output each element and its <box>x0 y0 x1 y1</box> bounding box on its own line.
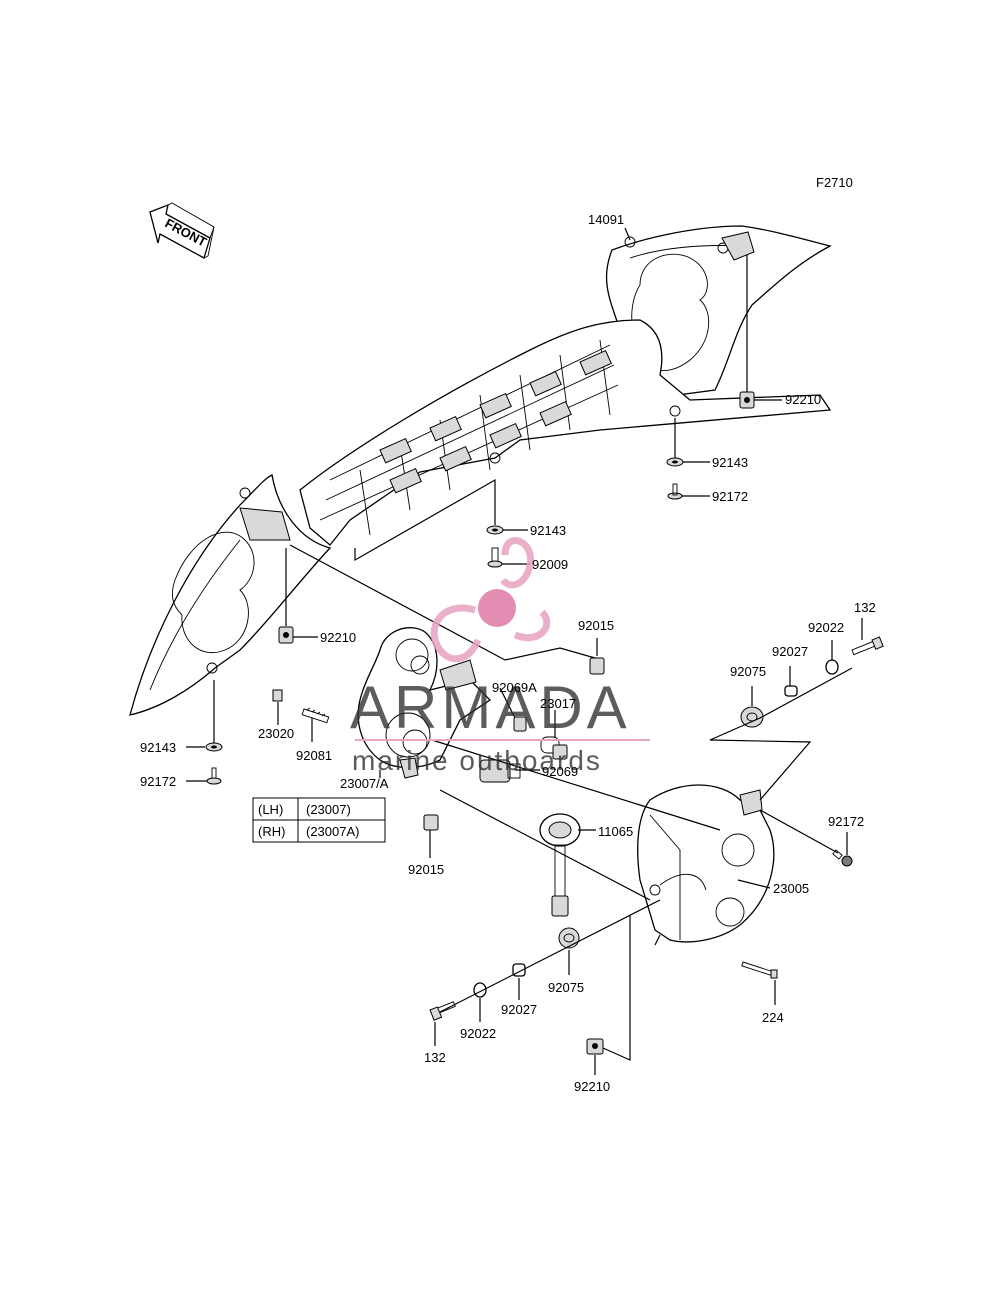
label-23017: 23017 <box>540 696 576 711</box>
label-92143-lower: 92143 <box>140 740 176 755</box>
label-132-upper: 132 <box>854 600 876 615</box>
leader-lines <box>186 227 863 1075</box>
bolt-132-upper <box>851 636 884 656</box>
grommet-92075-upper <box>740 706 764 728</box>
screw-92172-lower <box>206 767 222 785</box>
headlight-unit-23007 <box>357 627 492 779</box>
variant-row-lh-part: (23007) <box>306 802 351 817</box>
clip-23020 <box>272 689 283 702</box>
figure-code: F2710 <box>816 175 853 190</box>
grommet-92075-lower <box>558 927 580 949</box>
headlight-housing-23005 <box>637 784 775 943</box>
washer-92143-mid <box>486 525 504 535</box>
label-23020: 23020 <box>258 726 294 741</box>
clip-nut-92210-upper <box>739 391 755 409</box>
label-92210-bottom: 92210 <box>574 1079 610 1094</box>
label-92172-right: 92172 <box>828 814 864 829</box>
label-92015-lower: 92015 <box>408 862 444 877</box>
collar-92027-upper <box>784 685 798 697</box>
label-92143-upper: 92143 <box>712 455 748 470</box>
clip-92015-lower-left <box>423 814 439 831</box>
adjuster-screw-92081 <box>301 707 330 724</box>
label-92210-upper: 92210 <box>785 392 821 407</box>
label-92015-upper: 92015 <box>578 618 614 633</box>
front-arrow-icon: FRONT <box>149 202 215 259</box>
label-92022-lower: 92022 <box>460 1026 496 1041</box>
label-11065: 11065 <box>598 824 633 839</box>
label-92172-lower: 92172 <box>140 774 176 789</box>
label-23007A: 23007/A <box>340 776 389 791</box>
screw-92172-right <box>832 849 853 867</box>
label-14091: 14091 <box>588 212 624 227</box>
clip-92015-upper <box>589 657 605 675</box>
label-224: 224 <box>762 1010 784 1025</box>
washer-92143-lower <box>205 742 223 752</box>
label-92009: 92009 <box>532 557 568 572</box>
watermark-brand: ARMADA <box>350 674 631 741</box>
variant-row-lh-side: (LH) <box>258 802 283 817</box>
label-132-lower: 132 <box>424 1050 446 1065</box>
label-92075-lower: 92075 <box>548 980 584 995</box>
label-92172-upper: 92172 <box>712 489 748 504</box>
watermark-tagline: marine outboards <box>352 745 602 776</box>
variant-row-rh-side: (RH) <box>258 824 285 839</box>
watermark-logo <box>430 537 551 663</box>
label-92022-upper: 92022 <box>808 620 844 635</box>
label-92075-upper: 92075 <box>730 664 766 679</box>
washer-92022-upper <box>825 659 839 675</box>
clip-nut-92210-left <box>278 626 294 644</box>
label-92143-mid: 92143 <box>530 523 566 538</box>
bolt-224 <box>741 961 778 979</box>
variant-table: (LH) (23007) (RH) (23007A) <box>252 797 386 843</box>
label-92069: 92069 <box>542 764 578 779</box>
screw-92009 <box>487 547 503 568</box>
washer-92143-upper <box>666 457 684 467</box>
label-92069A: 92069A <box>492 680 537 695</box>
bulb-socket-92069A <box>513 716 527 732</box>
label-92027-upper: 92027 <box>772 644 808 659</box>
bulb-11065 <box>539 813 581 917</box>
bulb-23017 <box>540 736 568 760</box>
label-92081: 92081 <box>296 748 332 763</box>
headlight-cover-assembly <box>129 225 832 716</box>
clip-nut-92210-bottom <box>586 1038 604 1055</box>
watermark-logo-center <box>478 589 516 627</box>
label-23005: 23005 <box>773 881 809 896</box>
screw-92172-upper <box>667 483 683 500</box>
variant-row-rh-part: (23007A) <box>306 824 359 839</box>
label-92210-left: 92210 <box>320 630 356 645</box>
label-92027-lower: 92027 <box>501 1002 537 1017</box>
